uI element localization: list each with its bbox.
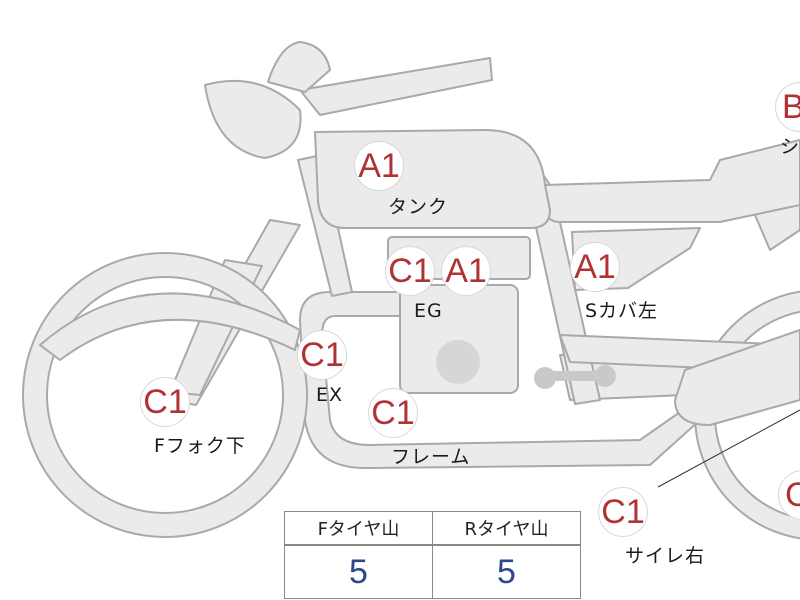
footpeg-end-right	[594, 365, 616, 387]
grade-exhaust: C1	[297, 330, 347, 380]
rear-tire-header: Rタイヤ山	[432, 511, 581, 546]
label-front-fork-lower: Fフォク下	[154, 435, 246, 457]
front-tire-header: Fタイヤ山	[284, 511, 433, 546]
muffler-leader-line	[657, 409, 800, 488]
grade-engine-left: C1	[385, 246, 435, 296]
label-frame: フレーム	[391, 446, 471, 468]
label-exhaust: EX	[316, 384, 344, 406]
front-wheel	[23, 253, 307, 537]
label-side-cover-left: Sカバ左	[585, 300, 659, 322]
grade-rear-edge: C	[778, 470, 800, 520]
grade-engine-right: A1	[441, 246, 491, 296]
label-muffler-right: サイレ右	[625, 545, 706, 567]
front-fender	[39, 292, 301, 361]
grade-tank: A1	[354, 141, 404, 191]
front-wheel-outer	[22, 252, 308, 538]
label-engine: EG	[414, 300, 443, 322]
muffler	[674, 329, 800, 426]
seat	[544, 139, 800, 223]
label-seat: シ	[780, 136, 800, 158]
front-wheel-inner	[46, 276, 284, 514]
grade-frame: C1	[368, 388, 418, 438]
grade-front-fork-lower: C1	[140, 377, 190, 427]
headlight	[204, 79, 302, 159]
handlebar	[299, 57, 493, 116]
frame-down-tube	[297, 154, 353, 297]
tire-tread-table: Fタイヤ山 Rタイヤ山 5 5	[284, 511, 581, 599]
footpeg-end-left	[534, 367, 556, 389]
grade-muffler-right: C1	[598, 487, 648, 537]
rear-tire-value: 5	[432, 544, 581, 599]
frame-cradle	[299, 291, 701, 469]
tire-table-value-row: 5 5	[284, 544, 581, 599]
front-tire-value: 5	[284, 544, 433, 599]
grade-side-cover-left: A1	[570, 242, 620, 292]
mirror	[267, 41, 331, 93]
tire-table-header-row: Fタイヤ山 Rタイヤ山	[284, 511, 581, 546]
engine-cover	[436, 340, 480, 384]
label-tank: タンク	[388, 196, 449, 218]
